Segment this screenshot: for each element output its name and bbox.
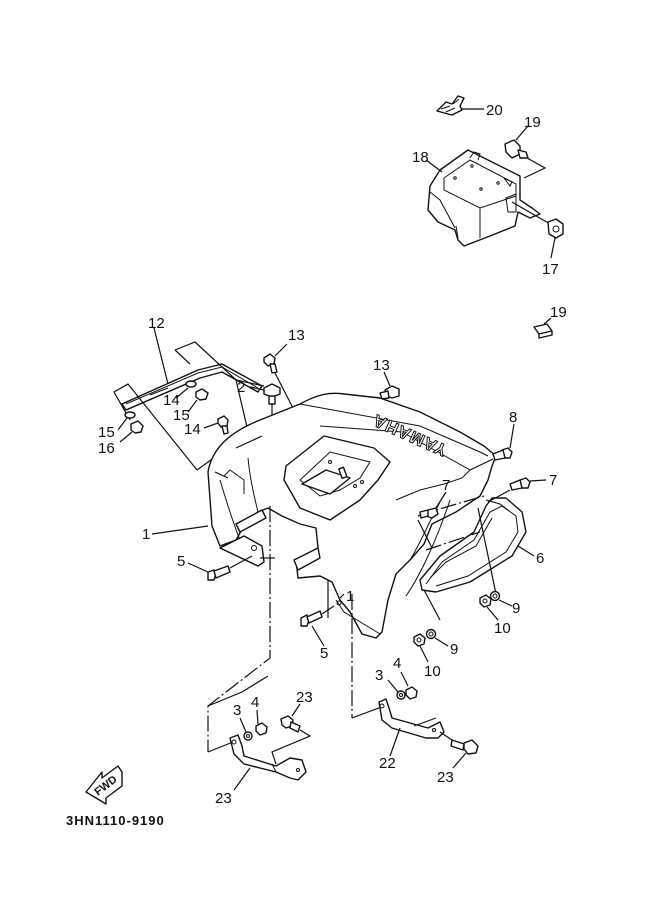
part-17-bolt[interactable] (504, 139, 529, 159)
part-12-screw-b[interactable] (217, 415, 229, 435)
part-20-clip[interactable] (436, 95, 465, 116)
part-9-washer-a[interactable] (489, 590, 501, 602)
callout-7a: 7 (442, 477, 450, 494)
callout-5b: 5 (320, 645, 328, 662)
callout-1b: 1 (346, 588, 354, 605)
callout-5a: 5 (177, 553, 185, 570)
callout-14a: 14 (163, 392, 180, 409)
part-2-bolt[interactable] (263, 383, 281, 405)
callout-10a: 10 (494, 620, 511, 637)
callout-9b: 9 (450, 641, 458, 658)
callout-22: 23 (215, 790, 232, 807)
part-15-nut-a[interactable] (195, 388, 209, 401)
part-13-bolt[interactable] (379, 385, 400, 400)
callout-10b: 10 (424, 663, 441, 680)
fwd-direction-badge: FWD (85, 765, 123, 805)
callout-8: 8 (509, 409, 517, 426)
part-11-fender-stay[interactable] (121, 363, 263, 411)
callout-6: 6 (536, 550, 544, 567)
callout-14b: 15 (98, 424, 115, 441)
part-5-bolt-b[interactable] (300, 610, 323, 627)
callout-3a: 3 (233, 702, 241, 719)
callout-17: 19 (524, 114, 541, 131)
part-3-washer-a[interactable] (243, 731, 253, 741)
part-4-nut-a[interactable] (255, 722, 268, 736)
callout-23a-label: 23 (296, 689, 313, 706)
part-6-rear-guard[interactable] (419, 497, 527, 593)
part-9-washer-b[interactable] (425, 628, 437, 640)
callout-23b: 23 (437, 769, 454, 786)
part-23-bolt-b[interactable] (450, 739, 479, 755)
part-15-nut-b[interactable] (130, 420, 144, 434)
part-7-bolt-a[interactable] (419, 507, 439, 519)
part-14-washer-b[interactable] (124, 411, 136, 419)
part-18-nut[interactable] (547, 218, 564, 239)
part-3-washer-b[interactable] (396, 690, 406, 700)
callout-11: 12 (148, 315, 165, 332)
callout-15a: 15 (173, 407, 190, 424)
callout-9a: 9 (512, 600, 520, 617)
callout-16: 18 (412, 149, 429, 166)
part-19-damper[interactable] (533, 323, 553, 339)
part-5-bolt-a[interactable] (207, 565, 231, 581)
part-22-bracket-left[interactable] (229, 734, 307, 781)
callout-3b: 3 (375, 667, 383, 684)
callout-21: 22 (379, 755, 396, 772)
part-10-nut-a[interactable] (479, 594, 492, 608)
drawing-code: 3HN1110-9190 (66, 813, 165, 828)
part-4-nut-b[interactable] (405, 686, 418, 700)
callout-13-text: 13 (373, 357, 390, 374)
callout-12a: 13 (288, 327, 305, 344)
callout-15b: 16 (98, 440, 115, 457)
callout-1a: 1 (142, 526, 150, 543)
part-1-rear-fender[interactable]: YAMAHA (207, 392, 497, 639)
callout-18: 17 (542, 261, 559, 278)
callout-12b: 14 (184, 421, 201, 438)
callout-19-label: 19 (550, 304, 567, 321)
part-10-nut-b[interactable] (413, 633, 426, 647)
callout-4b: 4 (393, 655, 401, 672)
part-23-bolt-a[interactable] (280, 715, 301, 733)
part-21-bracket-right[interactable] (378, 698, 445, 739)
part-16-tool-box[interactable] (427, 149, 541, 247)
callout-20: 20 (486, 102, 503, 119)
part-12-screw-a[interactable] (263, 353, 278, 374)
part-14-washer-a[interactable] (185, 380, 197, 388)
callout-4a: 4 (251, 694, 259, 711)
callout-2: 2 (237, 379, 245, 396)
part-8-bolt[interactable] (492, 447, 513, 461)
callout-7b: 7 (549, 472, 557, 489)
part-7-bolt-b[interactable] (509, 477, 531, 491)
